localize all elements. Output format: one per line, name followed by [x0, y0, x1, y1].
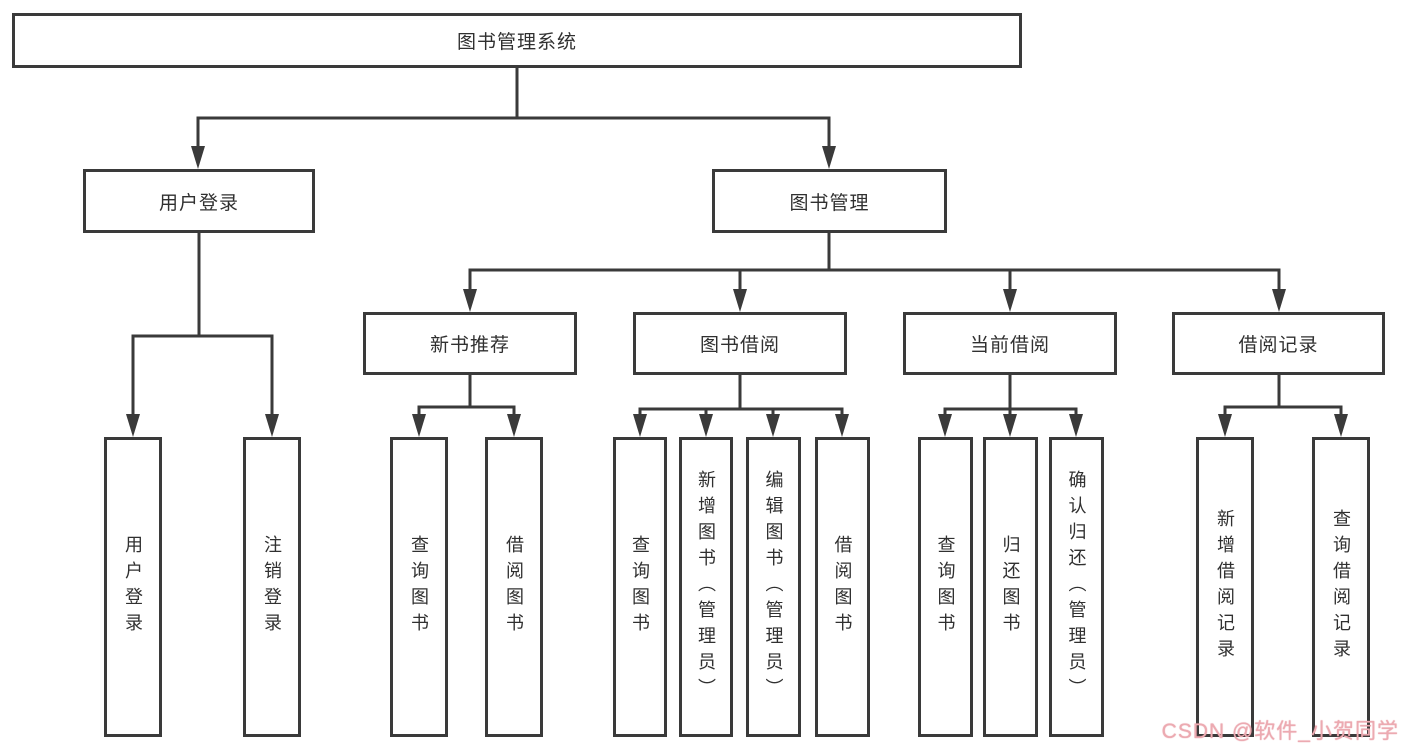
- node-root: 图书管理系统: [12, 13, 1022, 68]
- leaf-cb-confirm-return: 确认归还（管理员）: [1049, 437, 1104, 737]
- leaf-cb-return-book-label: 归还图书: [1000, 535, 1021, 639]
- leaf-rec-query-book: 查询图书: [390, 437, 448, 737]
- node-book-borrow: 图书借阅: [633, 312, 847, 375]
- node-new-book-recommend-label: 新书推荐: [429, 335, 510, 356]
- leaf-bb-edit-book-label: 编辑图书（管理员）: [763, 470, 784, 704]
- leaf-br-query-record: 查询借阅记录: [1312, 437, 1370, 737]
- node-user-login-label: 用户登录: [158, 192, 239, 214]
- leaf-cb-query-book: 查询图书: [918, 437, 973, 737]
- node-book-management: 图书管理: [712, 169, 947, 233]
- leaf-user-login: 用户登录: [104, 437, 162, 737]
- node-borrow-record-label: 借阅记录: [1238, 335, 1319, 356]
- node-book-borrow-label: 图书借阅: [699, 335, 780, 356]
- leaf-bb-borrow-book: 借阅图书: [815, 437, 870, 737]
- node-current-borrow: 当前借阅: [903, 312, 1117, 375]
- leaf-rec-borrow-book-label: 借阅图书: [504, 535, 524, 639]
- leaf-br-add-record-label: 新增借阅记录: [1215, 509, 1235, 665]
- leaf-bb-query-book: 查询图书: [613, 437, 667, 737]
- leaf-bb-query-book-label: 查询图书: [630, 535, 650, 639]
- leaf-bb-edit-book: 编辑图书（管理员）: [746, 437, 801, 737]
- leaf-cb-query-book-label: 查询图书: [935, 535, 956, 639]
- leaf-rec-query-book-label: 查询图书: [409, 535, 429, 639]
- leaf-logout-label: 注销登录: [262, 535, 282, 639]
- csdn-watermark: CSDN @软件_小贺同学: [1161, 720, 1399, 743]
- node-root-label: 图书管理系统: [456, 32, 577, 53]
- node-current-borrow-label: 当前借阅: [969, 335, 1050, 356]
- node-new-book-recommend: 新书推荐: [363, 312, 577, 375]
- leaf-bb-borrow-book-label: 借阅图书: [832, 535, 853, 639]
- leaf-user-login-label: 用户登录: [123, 535, 143, 639]
- leaf-logout: 注销登录: [243, 437, 301, 737]
- node-borrow-record: 借阅记录: [1172, 312, 1385, 375]
- leaf-bb-add-book: 新增图书（管理员）: [679, 437, 733, 737]
- node-user-login: 用户登录: [83, 169, 315, 233]
- leaf-br-add-record: 新增借阅记录: [1196, 437, 1254, 737]
- leaf-cb-confirm-return-label: 确认归还（管理员）: [1066, 470, 1087, 704]
- leaf-rec-borrow-book: 借阅图书: [485, 437, 543, 737]
- node-book-management-label: 图书管理: [789, 192, 870, 214]
- leaf-br-query-record-label: 查询借阅记录: [1331, 509, 1351, 665]
- leaf-bb-add-book-label: 新增图书（管理员）: [696, 470, 716, 704]
- leaf-cb-return-book: 归还图书: [983, 437, 1038, 737]
